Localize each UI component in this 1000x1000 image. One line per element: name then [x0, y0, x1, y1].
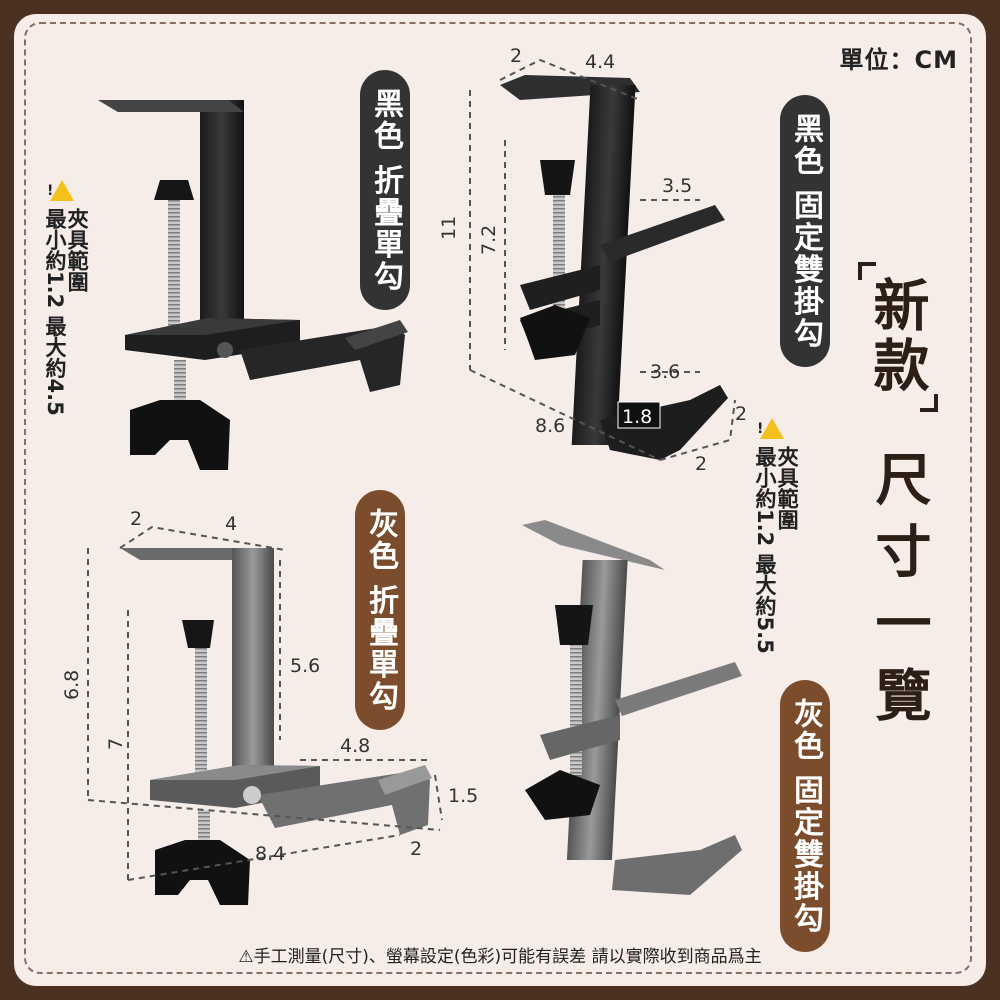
dashed-border [24, 22, 972, 974]
label-gray-fixed: 灰色 固定雙掛勾 [780, 680, 830, 953]
dim-bf-top: 4.4 [585, 51, 615, 73]
clamp-note-black-folding: 夾具範圍 最小約1.2 最大約4.5 [43, 208, 90, 416]
footer-disclaimer: ⚠手工測量(尺寸)、螢幕設定(色彩)可能有誤差 請以實際收到商品爲主 [238, 947, 762, 967]
clamp-note-title: 夾具範圍 [775, 446, 800, 530]
black-fixed-hook-image [500, 75, 728, 460]
dim-gf-inner: 7 [105, 738, 127, 750]
dim-bf-hook-upper: 3.5 [662, 175, 692, 197]
dim-bf-height: 11 [438, 216, 460, 240]
dim-gf-lip: 1.5 [448, 785, 478, 807]
dim-bf-gap: 1.8 [622, 406, 652, 428]
clamp-note-range: 最小約1.2 最大約4.5 [43, 208, 68, 416]
headline-size: 尺寸一覽 [866, 450, 931, 738]
dim-bf-hook-lower: 3.6 [650, 361, 680, 383]
clamp-note-title: 夾具範圍 [65, 208, 90, 292]
dim-gf-width: 2 [410, 838, 422, 860]
dim-gf-depth: 2 [130, 508, 142, 530]
dim-bf-depth: 2 [510, 45, 522, 67]
dim-gf-length: 8.4 [255, 843, 285, 865]
warning-icon: ! [47, 180, 74, 205]
headline-new: 新款 [858, 262, 938, 412]
dim-gf-height: 6.8 [61, 670, 83, 700]
unit-label: 單位：CM [839, 46, 958, 74]
dim-gf-body: 5.6 [290, 655, 320, 677]
dim-bf-length: 8.6 [535, 415, 565, 437]
dim-bf-width: 2 [695, 453, 707, 475]
clamp-note-black-fixed: 夾具範圍 最小約1.2 最大約5.5 [753, 446, 800, 654]
dim-gf-top: 4 [225, 513, 237, 535]
label-black-fixed: 黑色 固定雙掛勾 [780, 95, 830, 368]
warning-icon: ! [757, 418, 784, 443]
clamp-note-range: 最小約1.2 最大約5.5 [753, 446, 778, 654]
dim-gf-hook: 4.8 [340, 735, 370, 757]
dim-bf-inner: 7.2 [478, 225, 500, 255]
headline-new-text: 新款 [864, 276, 929, 396]
label-black-folding: 黑色 折疊單勾 [360, 70, 410, 311]
dimension-lines [87, 58, 736, 881]
black-folding-hook-image [98, 100, 408, 470]
label-gray-folding: 灰色 折疊單勾 [355, 490, 405, 731]
dim-bf-side: 2 [735, 403, 747, 425]
gray-fixed-hook-image [522, 520, 742, 895]
